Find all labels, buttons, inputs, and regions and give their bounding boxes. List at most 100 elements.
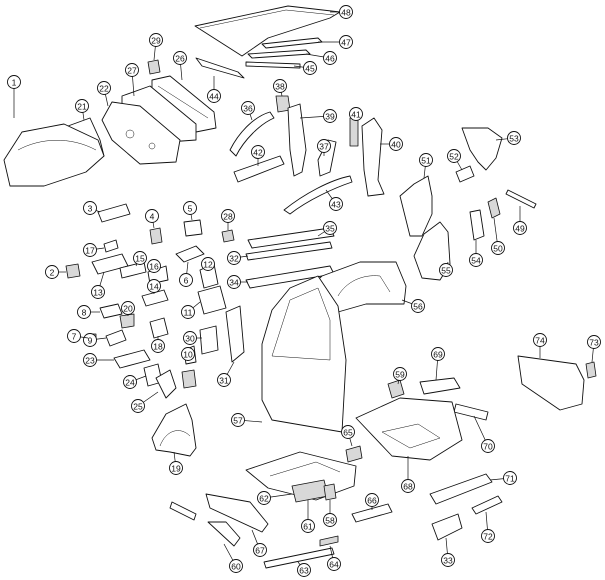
callout-number-60: 60: [231, 562, 241, 572]
callout-bubble-4: [145, 209, 159, 223]
callout-number-21: 21: [77, 102, 87, 112]
callout-number-36: 36: [243, 104, 253, 114]
callout-number-73: 73: [589, 338, 599, 348]
callout-bubble-2: [45, 265, 59, 279]
callout-number-55: 55: [441, 266, 451, 276]
bracket-28: [221, 229, 235, 243]
callout-number-24: 24: [125, 378, 135, 388]
callout-bubble-74: [533, 333, 547, 347]
bracket-73: [585, 361, 597, 379]
pillar-36: [229, 111, 275, 157]
callout-number-53: 53: [509, 134, 519, 144]
roof-bow-46: [247, 49, 311, 59]
callout-bubble-53: [507, 131, 521, 145]
bracket-60: [207, 521, 241, 547]
roof-bow-47: [261, 37, 323, 49]
callout-number-23: 23: [85, 356, 95, 366]
callout-bubble-36: [241, 101, 255, 115]
rail-43: [283, 175, 353, 215]
callout-bubble-6: [179, 273, 193, 287]
rail-49: [505, 189, 537, 209]
callout-bubble-5: [183, 201, 197, 215]
callout-number-34: 34: [229, 278, 239, 288]
callout-bubble-60: [229, 559, 243, 573]
bracket-15: [119, 261, 147, 279]
callout-number-2: 2: [50, 268, 55, 278]
rear-floor: [355, 397, 463, 461]
callout-bubble-14: [147, 279, 161, 293]
callout-number-6: 6: [184, 276, 189, 286]
callout-number-51: 51: [421, 156, 431, 166]
callout-number-15: 15: [135, 254, 145, 264]
callout-number-57: 57: [233, 416, 243, 426]
callout-number-3: 3: [88, 204, 93, 214]
callout-number-18: 18: [153, 342, 163, 352]
bracket-41: [349, 117, 359, 147]
bracket-59: [387, 379, 405, 399]
callout-bubble-47: [339, 35, 353, 49]
callout-number-41: 41: [351, 110, 361, 120]
callout-bubble-31: [217, 373, 231, 387]
pillar-31: [225, 305, 245, 363]
front-door: [261, 275, 347, 433]
callout-bubble-22: [97, 81, 111, 95]
callout-number-26: 26: [175, 54, 185, 64]
bracket-53: [461, 127, 503, 171]
apron-23: [113, 349, 151, 369]
callout-bubble-15: [133, 251, 147, 265]
bracket-58: [323, 483, 337, 501]
callout-number-70: 70: [483, 442, 493, 452]
callout-bubble-11: [181, 305, 195, 319]
callout-bubble-61: [301, 519, 315, 533]
callout-bubble-16: [147, 259, 161, 273]
callout-number-64: 64: [329, 560, 339, 570]
callout-number-9: 9: [88, 336, 93, 346]
callout-bubble-42: [251, 145, 265, 159]
callout-number-45: 45: [305, 64, 315, 74]
callout-bubble-50: [491, 241, 505, 255]
bracket-8: [99, 303, 123, 319]
rail-44: [195, 57, 245, 79]
callout-bubble-56: [411, 299, 425, 313]
sill-35: [247, 227, 335, 249]
callout-bubble-21: [75, 99, 89, 113]
callout-number-11: 11: [184, 308, 193, 318]
clip-17: [103, 239, 119, 253]
callout-bubble-41: [349, 107, 363, 121]
bracket-52: [455, 165, 475, 183]
member-67: [205, 493, 269, 533]
callout-number-56: 56: [413, 302, 423, 312]
callout-bubble-34: [227, 275, 241, 289]
callout-bubble-43: [329, 197, 343, 211]
callout-bubble-68: [401, 479, 415, 493]
callout-number-30: 30: [185, 334, 195, 344]
callout-bubble-24: [123, 375, 137, 389]
callout-number-14: 14: [149, 282, 159, 292]
callout-bubble-38: [273, 79, 287, 93]
callout-number-20: 20: [123, 304, 133, 314]
pillar-39: [287, 103, 307, 177]
callout-bubble-51: [419, 153, 433, 167]
bracket-4: [149, 227, 163, 245]
callout-number-10: 10: [183, 350, 193, 360]
callout-bubble-62: [257, 491, 271, 505]
callout-number-37: 37: [319, 142, 329, 152]
bracket-6: [175, 245, 205, 263]
pillar-40: [361, 117, 385, 197]
callout-number-69: 69: [433, 350, 443, 360]
callout-bubble-39: [323, 109, 337, 123]
bracket-29: [147, 59, 161, 75]
rear-panel-74: [517, 355, 585, 411]
callout-bubble-7: [67, 329, 81, 343]
callout-number-67: 67: [255, 546, 265, 556]
callout-bubble-67: [253, 543, 267, 557]
callout-bubble-46: [323, 51, 337, 65]
callout-bubble-73: [587, 335, 601, 349]
callout-number-52: 52: [449, 152, 459, 162]
callout-bubble-10: [181, 347, 195, 361]
callout-number-40: 40: [391, 140, 401, 150]
callout-bubble-45: [303, 61, 317, 75]
callout-bubble-66: [365, 493, 379, 507]
dash-panel: [101, 101, 181, 165]
callout-number-7: 7: [72, 332, 77, 342]
